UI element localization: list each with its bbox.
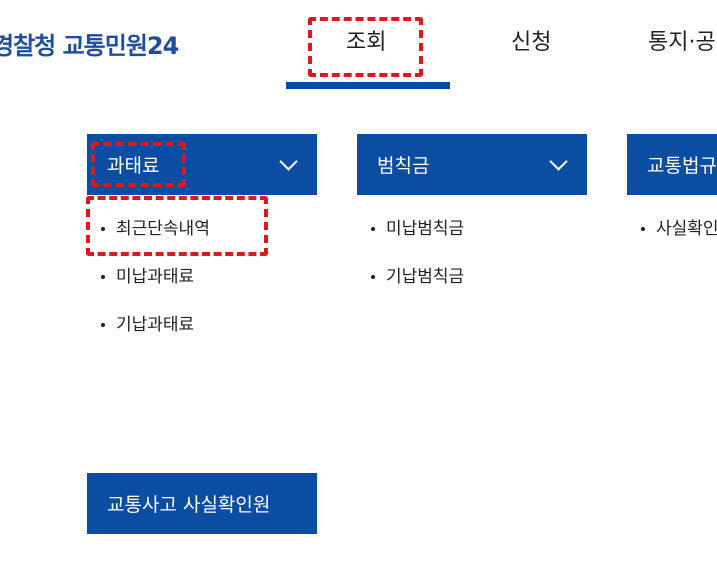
site-logo[interactable]: 경찰청 교통민원24 [0, 32, 179, 60]
menu-penalty-item-paid[interactable]: 기납범칙금 [357, 263, 464, 311]
nav-active-indicator [286, 82, 450, 89]
menu-penalty-list: 미납범칙금 기납범칙금 [357, 215, 464, 311]
menu-traffic-law-item-confirm[interactable]: 사실확인 [627, 215, 717, 263]
menu-fine-list: 최근단속내역 미납과태료 기납과태료 [87, 215, 210, 359]
bullet-icon [101, 275, 105, 279]
nav-apply[interactable]: 신청 [511, 30, 552, 55]
bullet-icon [371, 275, 375, 279]
menu-fine-title: 과태료 [107, 155, 160, 177]
menu-fine-item-recent[interactable]: 최근단속내역 [87, 215, 210, 263]
list-item-label: 기납과태료 [116, 315, 195, 335]
bullet-icon [101, 227, 105, 231]
list-item-label: 미납과태료 [116, 267, 195, 287]
chevron-down-icon [279, 152, 298, 171]
menu-penalty-item-unpaid[interactable]: 미납범칙금 [357, 215, 464, 263]
menu-traffic-law-list: 사실확인 [627, 215, 717, 263]
list-item-label: 사실확인 [656, 219, 717, 239]
list-item-label: 미납범칙금 [386, 219, 465, 239]
nav-notice[interactable]: 통지·공 [648, 30, 716, 55]
menu-penalty-title: 범칙금 [377, 155, 430, 177]
menu-penalty-header[interactable]: 범칙금 [357, 134, 587, 195]
list-item-label: 최근단속내역 [116, 219, 210, 239]
bullet-icon [371, 227, 375, 231]
menu-fine-item-paid[interactable]: 기납과태료 [87, 311, 210, 359]
chevron-down-icon [549, 152, 568, 171]
menu-traffic-law-title: 교통법규 [647, 155, 717, 177]
bullet-icon [101, 323, 105, 327]
menu-traffic-law-header[interactable]: 교통법규 [627, 134, 717, 195]
menu-fine-item-unpaid[interactable]: 미납과태료 [87, 263, 210, 311]
bullet-icon [641, 227, 645, 231]
list-item-label: 기납범칙금 [386, 267, 465, 287]
menu-fine-header[interactable]: 과태료 [87, 134, 317, 195]
nav-query[interactable]: 조회 [346, 30, 387, 55]
accident-certificate-button[interactable]: 교통사고 사실확인원 [87, 473, 317, 534]
